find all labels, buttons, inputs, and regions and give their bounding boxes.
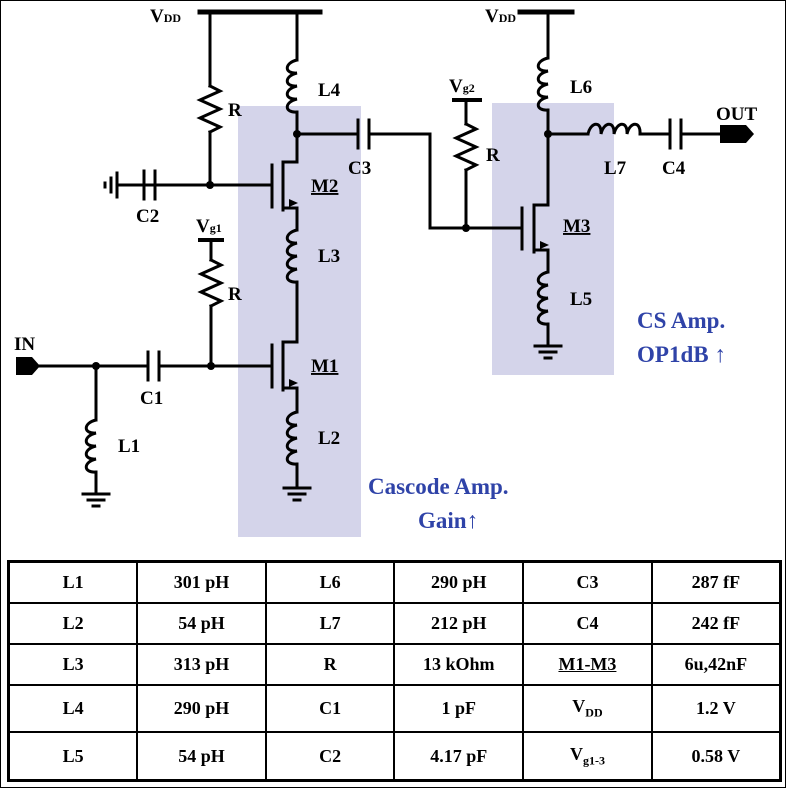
resistor-r-bias-m3 xyxy=(454,122,478,172)
inductor-l1 xyxy=(84,418,98,474)
label-l5: L5 xyxy=(570,289,592,310)
table-cell: 13 kOhm xyxy=(393,643,525,687)
component-values-table: L1 301 pH L6 290 pH C3 287 fF L2 54 pH L… xyxy=(7,560,782,782)
table-cell: L1 xyxy=(7,560,139,605)
table-cell-vdd: VDD xyxy=(522,684,653,734)
cs-highlight xyxy=(492,103,614,375)
circuit-diagram: VDD R L4 C3 M2 C2 L3 Vg1 R M1 xyxy=(14,6,758,537)
table-cell: 4.17 pF xyxy=(393,731,525,782)
label-l1: L1 xyxy=(118,436,140,457)
table-cell: 313 pH xyxy=(136,643,267,687)
table-cell: L7 xyxy=(264,602,396,646)
table-cell: 6u,42nF xyxy=(650,643,782,687)
inductor-l7 xyxy=(586,122,642,135)
table-cell: L5 xyxy=(7,731,139,782)
out-port xyxy=(720,125,754,143)
table-cell: L6 xyxy=(264,560,396,605)
ground-l1 xyxy=(81,492,111,508)
inductor-l6 xyxy=(536,56,550,112)
table-cell: 54 pH xyxy=(136,602,267,646)
table-cell-vg13: Vg1-3 xyxy=(522,731,653,782)
resistor-r-bias-m2 xyxy=(198,84,222,134)
cascode-highlight xyxy=(238,106,361,537)
table-cell: L2 xyxy=(7,602,139,646)
label-m2: M2 xyxy=(311,176,338,197)
table-cell: 1.2 V xyxy=(650,684,782,734)
table-row: L2 54 pH L7 212 pH C4 242 fF xyxy=(7,602,782,646)
label-m1: M1 xyxy=(311,356,338,377)
resistor-r-bias-m1 xyxy=(199,258,223,308)
table-cell: C3 xyxy=(522,560,653,605)
inductor-l4 xyxy=(285,58,299,114)
vdd-label-right: VDD xyxy=(485,6,516,27)
out-label: OUT xyxy=(716,104,758,125)
table-row: L5 54 pH C2 4.17 pF Vg1-3 0.58 V xyxy=(7,731,782,782)
label-l3: L3 xyxy=(318,246,340,267)
table-cell: 0.58 V xyxy=(650,731,782,782)
table-cell: 54 pH xyxy=(136,731,267,782)
cs-note-line1: CS Amp. xyxy=(637,308,725,333)
cs-note-line2: OP1dB ↑ xyxy=(637,342,726,367)
table-cell: M1-M3 xyxy=(522,643,653,687)
label-c2: C2 xyxy=(136,206,159,227)
table-cell: 290 pH xyxy=(136,684,267,734)
table-cell: 1 pF xyxy=(393,684,525,734)
table-row: L3 313 pH R 13 kOhm M1-M3 6u,42nF xyxy=(7,643,782,687)
vdd-label-left: VDD xyxy=(150,6,181,27)
label-r-m3: R xyxy=(486,145,500,166)
label-c3: C3 xyxy=(348,158,371,179)
table-cell: 301 pH xyxy=(136,560,267,605)
table-cell: 290 pH xyxy=(393,560,525,605)
label-l6: L6 xyxy=(570,77,592,98)
cascode-note-line2: Gain↑ xyxy=(418,508,478,533)
table-cell: L4 xyxy=(7,684,139,734)
vg2-label: Vg2 xyxy=(449,76,475,97)
label-r-top: R xyxy=(228,100,242,121)
label-r-m1: R xyxy=(228,284,242,305)
in-port xyxy=(16,357,40,375)
table-cell: C1 xyxy=(264,684,396,734)
table-cell: C4 xyxy=(522,602,653,646)
vg1-label: Vg1 xyxy=(196,216,222,237)
table-cell: 287 fF xyxy=(650,560,782,605)
label-c1: C1 xyxy=(140,388,163,409)
label-l4: L4 xyxy=(318,80,341,101)
table-cell: L3 xyxy=(7,643,139,687)
label-m3: M3 xyxy=(563,216,590,237)
label-l7: L7 xyxy=(604,158,627,179)
table-cell: C2 xyxy=(264,731,396,782)
label-l2: L2 xyxy=(318,428,340,449)
table-row: L1 301 pH L6 290 pH C3 287 fF xyxy=(7,560,782,605)
table-cell: 212 pH xyxy=(393,602,525,646)
table-cell: R xyxy=(264,643,396,687)
table-row: L4 290 pH C1 1 pF VDD 1.2 V xyxy=(7,684,782,734)
in-label: IN xyxy=(14,334,35,355)
table-cell: 242 fF xyxy=(650,602,782,646)
cascode-note-line1: Cascode Amp. xyxy=(368,474,509,499)
label-c4: C4 xyxy=(662,158,686,179)
